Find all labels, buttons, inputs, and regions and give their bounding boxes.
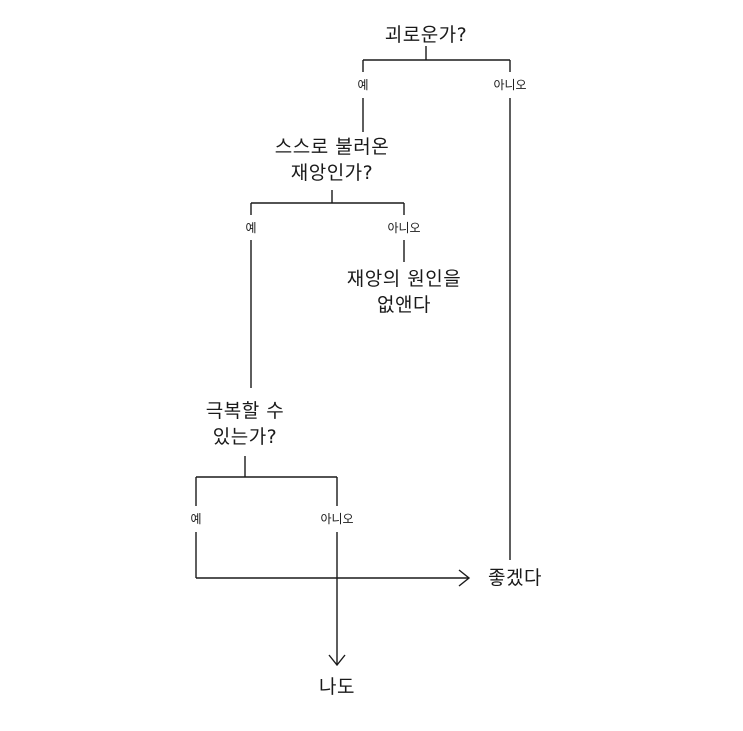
question-can-overcome-line1: 극복할 수 bbox=[205, 400, 285, 422]
question-can-overcome: 극복할 수 있는가? bbox=[165, 398, 325, 450]
question-self-inflicted-line2: 재앙인가? bbox=[290, 162, 374, 184]
q3-yes-label: 예 bbox=[190, 512, 202, 526]
q2-yes-label: 예 bbox=[245, 221, 257, 235]
q3-no-label: 아니오 bbox=[320, 512, 354, 526]
q1-yes-label: 예 bbox=[357, 78, 369, 92]
result-me-too: 나도 bbox=[297, 674, 377, 700]
action-remove-cause: 재앙의 원인을 없앤다 bbox=[324, 266, 484, 318]
question-can-overcome-line2: 있는가? bbox=[212, 426, 278, 448]
question-self-inflicted-line1: 스스로 불러온 bbox=[274, 136, 390, 158]
result-good-text: 좋겠다 bbox=[488, 567, 542, 589]
arrow-down-head bbox=[328, 654, 346, 667]
question-suffering-text: 괴로운가? bbox=[384, 24, 468, 46]
arrow-right-head bbox=[458, 569, 471, 587]
q2-no-label: 아니오 bbox=[387, 221, 421, 235]
question-suffering: 괴로운가? bbox=[346, 22, 506, 48]
action-remove-cause-line1: 재앙의 원인을 bbox=[346, 268, 462, 290]
q1-no-label: 아니오 bbox=[493, 78, 527, 92]
result-good: 좋겠다 bbox=[470, 565, 560, 591]
result-me-too-text: 나도 bbox=[319, 676, 355, 698]
action-remove-cause-line2: 없앤다 bbox=[377, 294, 431, 316]
question-self-inflicted: 스스로 불러온 재앙인가? bbox=[252, 134, 412, 186]
